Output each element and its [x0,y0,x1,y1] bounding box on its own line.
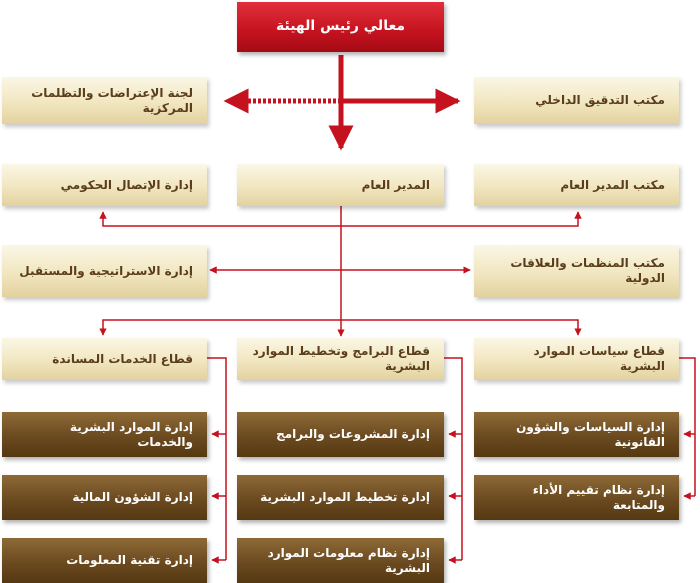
right-sector-bracket [678,357,696,496]
international-orgs-box: مكتب المنظمات والعلاقات الدولية [474,245,679,297]
performance-eval-dept-box: إدارة نظام تقييم الأداء والمتابعة [474,475,679,520]
to-support-sector [99,319,341,336]
internal-audit-box: مكتب التدقيق الداخلي [474,77,679,124]
support-services-sector-box: قطاع الخدمات المساندة [2,338,207,380]
gov-communication-box: إدارة الإتصال الحكومي [2,164,207,206]
grievances-committee-box: لجنة الإعتراضات والتظلمات المركزية [2,77,207,124]
hr-policies-sector-box: قطاع سياسات الموارد البشرية [474,338,679,380]
hr-services-dept-box: إدارة الموارد البشرية والخدمات [2,412,207,457]
chairman-box: معالي رئيس الهيئة [237,2,444,52]
dg-office-box: مكتب المدير العام [474,164,679,206]
gm-to-communication [99,211,341,227]
programs-hr-planning-sector-box: قطاع البرامج وتخطيط الموارد البشرية [237,338,444,380]
projects-programs-dept-box: إدارة المشروعات والبرامج [237,412,444,457]
hr-planning-dept-box: إدارة تخطيط الموارد البشرية [237,475,444,520]
to-policies-sector [341,319,582,336]
gm-to-office [341,211,582,227]
finance-dept-box: إدارة الشؤون المالية [2,475,207,520]
director-general-box: المدير العام [237,164,444,206]
left-sector-bracket [207,357,227,560]
policies-legal-dept-box: إدارة السياسات والشؤون القانونية [474,412,679,457]
strategy-future-box: إدارة الاستراتيجية والمستقبل [2,245,207,297]
center-sector-bracket [444,357,463,560]
hr-info-system-dept-box: إدارة نظام معلومات الموارد البشرية [237,538,444,583]
it-dept-box: إدارة تقنية المعلومات [2,538,207,583]
